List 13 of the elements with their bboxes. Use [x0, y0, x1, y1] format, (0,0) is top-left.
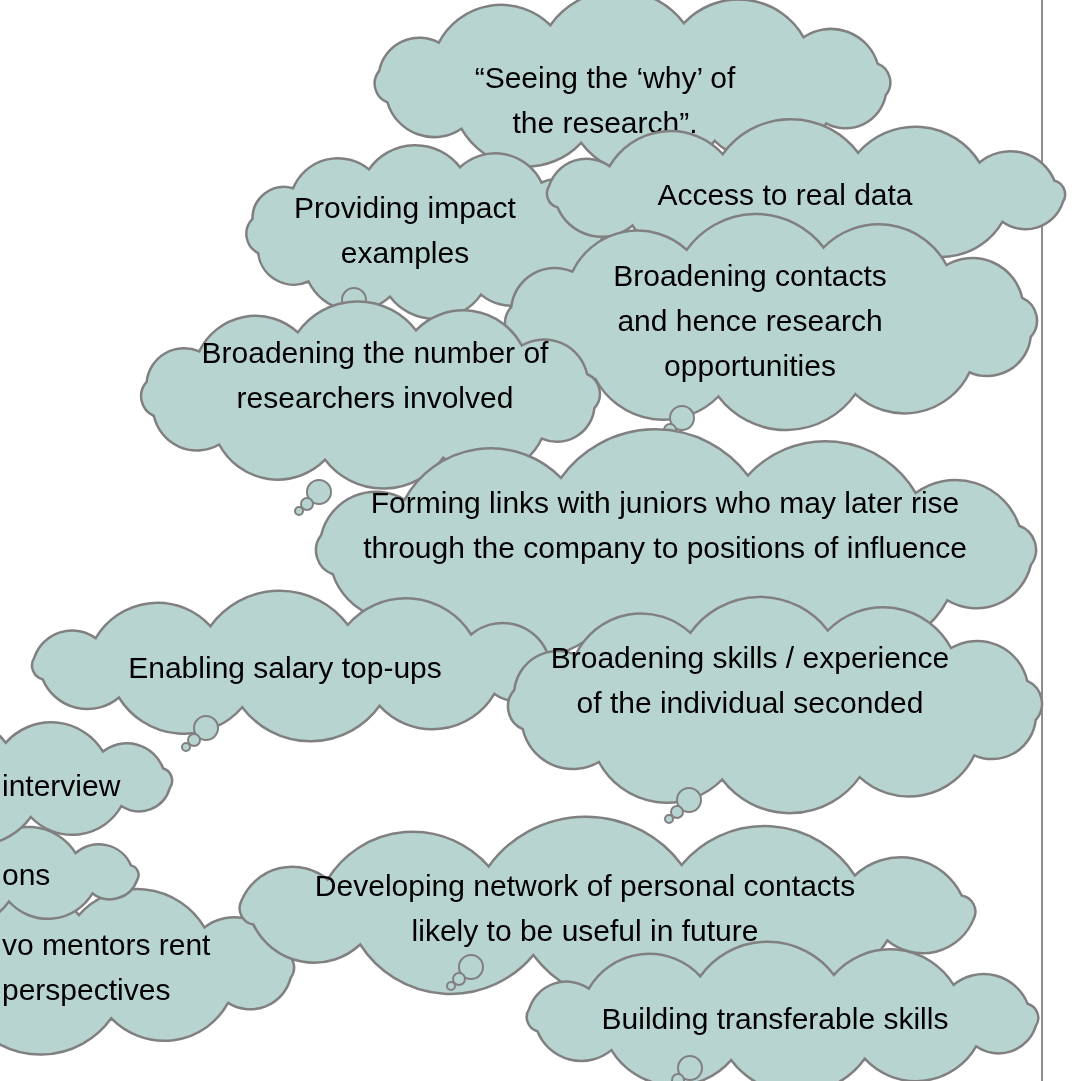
cloud-text: Building transferable skills [600, 1001, 950, 1037]
cloud-text: Enabling salary top-ups [127, 650, 443, 686]
cloud-text: “Seeing the ‘why’ of the research”. [473, 60, 737, 141]
cloud-text: interview [2, 768, 122, 804]
cloud-text: Broadening the number of researchers involved [200, 335, 550, 416]
cloud-text: Broadening contacts and hence research opportunities [612, 258, 888, 384]
cloud-text: Developing network of personal contacts likely to be useful in future [313, 868, 857, 949]
cloud-text: Providing impact examples [293, 190, 517, 271]
cloud-text: Broadening skills / experience of the individual seconded [549, 640, 951, 721]
cloud-text: ons [2, 857, 52, 893]
cloud-text: Forming links with juniors who may later rise through the company to positions of influence [362, 485, 968, 566]
cloud-text: Access to real data [656, 177, 914, 213]
cloud-text: vo mentors rent perspectives [2, 927, 212, 1008]
